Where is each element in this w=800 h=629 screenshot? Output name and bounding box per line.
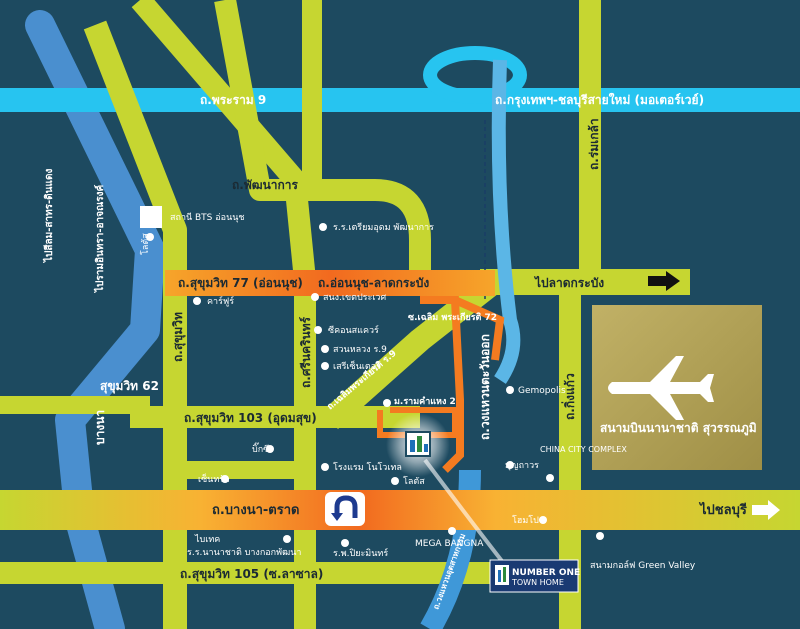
label-muntri: มุญถาวร [505, 461, 539, 471]
label-suanluang: สวนหลวง ร.9 [333, 345, 387, 355]
label-serene: เสรีเซ็นเตอร์ [333, 359, 381, 372]
label-to-silom: ไปสีลม-สาทร-ดินแดง [42, 169, 55, 263]
arrow-chonburi-icon [752, 500, 780, 520]
label-bangna-trat: ถ.บางนา-ตราด [212, 503, 299, 518]
label-school: ร.ร.เตรียมอุดม พัฒนาการ [333, 222, 434, 233]
label-golf: สนามกอล์ฟ Green Valley [590, 559, 696, 571]
project-pointer [423, 458, 507, 567]
label-onnut-latkrabang: ถ.อ่อนนุช-ลาดกระบัง [318, 276, 429, 291]
label-sukhumvit105: ถ.สุขุมวิท 105 (ซ.ลาซาล) [180, 567, 323, 582]
label-airport: สนามบินนานาชาติ สุวรรณภูมิ [600, 421, 757, 436]
label-motorway: ถ.กรุงเทพฯ-ชลบุรีสายใหม่ (มอเตอร์เวย์) [495, 92, 704, 108]
local-connector [420, 296, 505, 473]
bangna-trat-road [0, 490, 800, 530]
label-novotel: โรงแรม โนโวเทล [333, 462, 402, 473]
label-to-latkrabang: ไปลาดกระบัง [533, 275, 604, 290]
label-excise: สนง.เขตประเวศ [323, 293, 386, 303]
soi-path [377, 407, 458, 438]
project-name: NUMBER ONE [512, 568, 580, 578]
project-logo [489, 559, 579, 593]
label-bigc: บิ๊กซี [252, 442, 269, 455]
label-central: เซ็นทรัล [198, 472, 230, 485]
label-sukhumvit: ถ.สุขุมวิท [171, 312, 186, 362]
label-sukhumvit77: ถ.สุขุมวิท 77 (อ่อนนุช) [178, 276, 303, 291]
label-to-ramindra: ไปรามอินทรา-อาจณรงค์ [93, 184, 106, 293]
label-bangna-left: บางนา [93, 410, 107, 445]
label-srinakarin: ถ.ศรีนครินทร์ [299, 316, 313, 388]
label-carrefour: คาร์ฟูร์ [207, 295, 234, 307]
label-kingkaeo: ถ.กิ่งแก้ว [561, 373, 577, 420]
label-school2: ร.ร.นานาชาติ บางกอกพัฒนา [187, 547, 301, 558]
label-ramkhamhaeng2: ม.รามคำแหง 2 [394, 396, 456, 407]
label-lotus-top: โลตัส [140, 233, 151, 255]
label-sukhumvit103: ถ.สุขุมวิท 103 (อุดมสุข) [184, 411, 317, 426]
label-romklao: ถ.ร่มเกล้า [587, 118, 601, 170]
label-rama9: ถ.พระราม 9 [200, 93, 266, 107]
label-phatthanakan: ถ.พัฒนาการ [232, 178, 299, 192]
expressway-left [25, 10, 165, 629]
sukhumvit77-road [165, 270, 495, 296]
label-mega: MEGA BANGNA [415, 539, 484, 549]
label-to-chonburi: ไปชลบุรี [698, 501, 747, 518]
label-homepro: โฮมโปร [512, 515, 544, 526]
label-soi-chaloem72: ซ.เฉลิม พระเกียรติ 72 [408, 312, 497, 323]
u-turn-icon [325, 492, 365, 526]
label-lotus: โลตัส [403, 476, 425, 487]
label-chinacity: CHINA CITY COMPLEX [540, 445, 627, 454]
project-sub: TOWN HOME [511, 578, 564, 587]
label-piyamin: ร.พ.ปิยะมินทร์ [333, 547, 388, 559]
arrow-latkrabang-icon [648, 271, 680, 291]
label-gemopolis: Gemopolis [518, 386, 566, 396]
project-pin-icon [405, 431, 431, 457]
label-sukhumvit62: สุขุมวิท 62 [100, 379, 159, 394]
label-biotech: ไบเทค [194, 534, 220, 545]
bts-station-marker [140, 206, 162, 228]
label-kanchanaphisek: ถ.วงแหวนตะวันออก [478, 334, 492, 440]
ring-ramp [491, 59, 521, 384]
label-bts: สถานี BTS อ่อนนุช [170, 212, 244, 223]
label-seacon: ซีคอนสแควร์ [328, 324, 379, 336]
poi-markers [146, 223, 604, 547]
airplane-icon [608, 356, 714, 420]
